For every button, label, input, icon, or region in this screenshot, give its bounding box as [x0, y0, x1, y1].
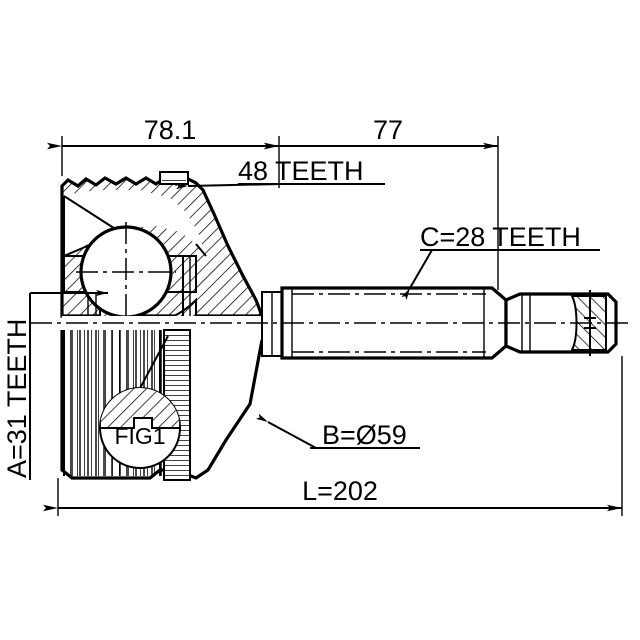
label-a31-teeth: A=31 TEETH: [2, 319, 32, 478]
label-48-teeth: 48 TEETH: [238, 156, 364, 186]
abs-tone-ring: [159, 171, 189, 185]
dimension-label-78-1: 78.1: [144, 115, 197, 145]
overall-length-dimension-group: L=202: [43, 356, 623, 516]
abs-teeth-callout: 48 TEETH: [175, 156, 385, 190]
outer-diameter-callout: B=Ø59: [256, 413, 420, 450]
leader-line-b59: [256, 413, 317, 449]
dimension-label-77: 77: [373, 115, 403, 145]
inner-spline-callout: A=31 TEETH: [2, 290, 108, 480]
label-b59: B=Ø59: [322, 420, 407, 450]
top-dimension-group: 78.1 77: [47, 115, 499, 290]
label-fig1: FIG1: [114, 423, 165, 449]
leader-line-fig1: [137, 335, 169, 393]
label-c28-teeth: C=28 TEETH: [420, 222, 581, 252]
shaft-spline-callout: C=28 TEETH: [401, 222, 600, 300]
label-l202: L=202: [302, 476, 378, 506]
housing-to-shaft-transition: [261, 291, 283, 357]
leader-line-c28-teeth: [401, 249, 433, 300]
